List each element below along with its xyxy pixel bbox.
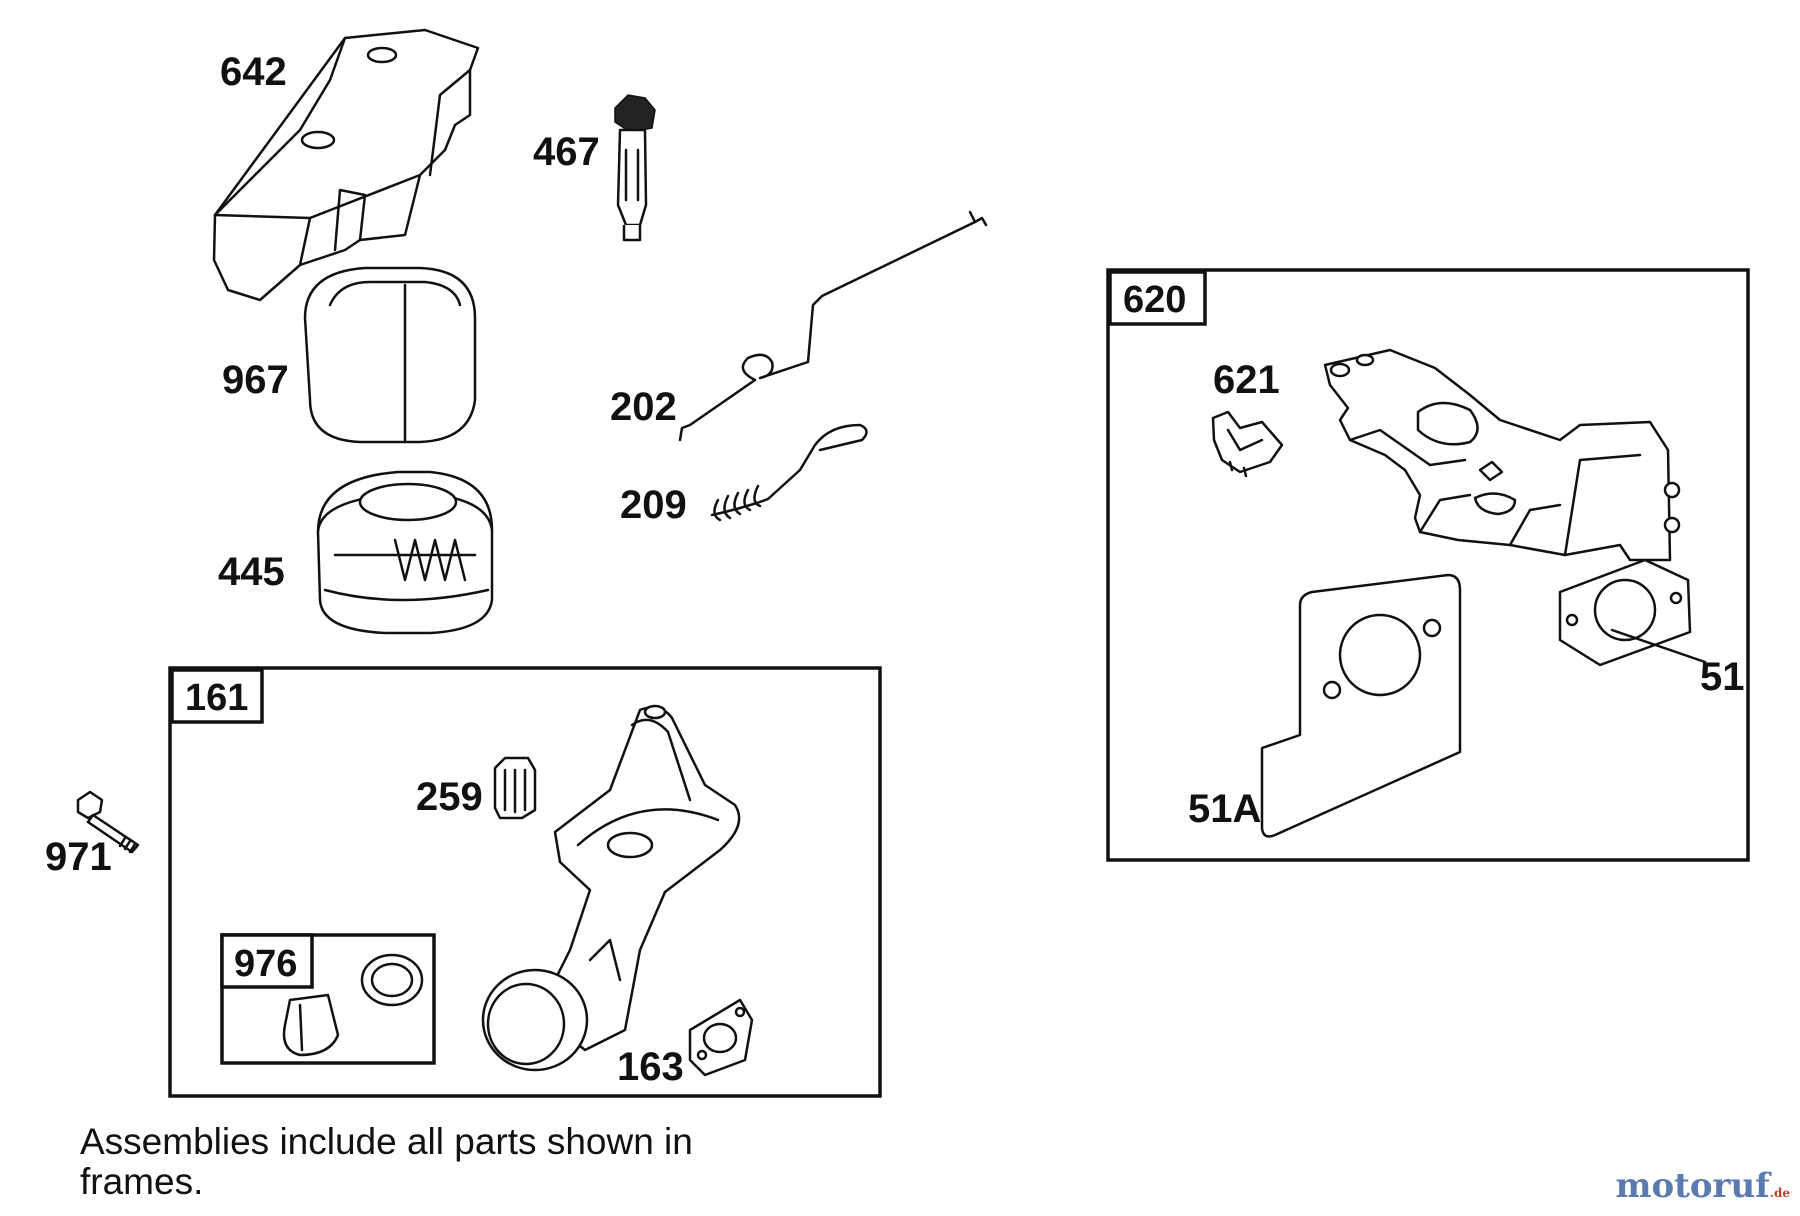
part-label-971: 971: [45, 835, 112, 879]
part-label-51: 51: [1700, 655, 1745, 699]
part-label-621: 621: [1213, 358, 1280, 402]
part-label-467: 467: [533, 130, 600, 174]
frame-label-620: 620: [1123, 279, 1186, 321]
air-cleaner-cover-drawing: [212, 28, 480, 302]
part-label-445: 445: [218, 550, 285, 594]
part-label-209: 209: [620, 483, 687, 527]
dipstick-drawing: [614, 94, 656, 242]
primer-bulb-drawing: [282, 953, 424, 1057]
part-label-967: 967: [222, 358, 289, 402]
watermark-logo: motoruf.de: [1616, 1166, 1791, 1206]
part-label-259: 259: [416, 775, 483, 819]
gasket-163-drawing: [688, 998, 754, 1077]
part-label-202: 202: [610, 385, 677, 429]
gasket-51-drawing: [1558, 558, 1707, 667]
frame-976: [220, 933, 436, 1065]
bolt-drawing: [76, 790, 140, 854]
watermark-tld: .de: [1769, 1186, 1790, 1200]
bracket-assembly-drawing: [1323, 348, 1681, 562]
air-filter-drawing: [316, 470, 494, 635]
governor-link-drawing: [678, 210, 988, 442]
part-label-642: 642: [220, 50, 287, 94]
assembly-note: Assemblies include all parts shown in fr…: [80, 1121, 693, 1202]
air-cleaner-base-drawing: [481, 704, 741, 1072]
clamp-drawing: [1211, 410, 1284, 478]
frame-161: [168, 666, 882, 1098]
watermark-main: motoruf: [1615, 1166, 1770, 1206]
part-label-51a: 51A: [1188, 787, 1261, 831]
frame-620: [1106, 268, 1750, 862]
governor-spring-drawing: [710, 423, 868, 522]
frame-label-161: 161: [185, 677, 248, 719]
frame-label-976: 976: [234, 943, 297, 985]
plate-gasket-51a-drawing: [1260, 573, 1462, 838]
part-label-163: 163: [617, 1045, 684, 1089]
clip-drawing: [493, 756, 537, 820]
pre-cleaner-drawing: [303, 266, 477, 444]
